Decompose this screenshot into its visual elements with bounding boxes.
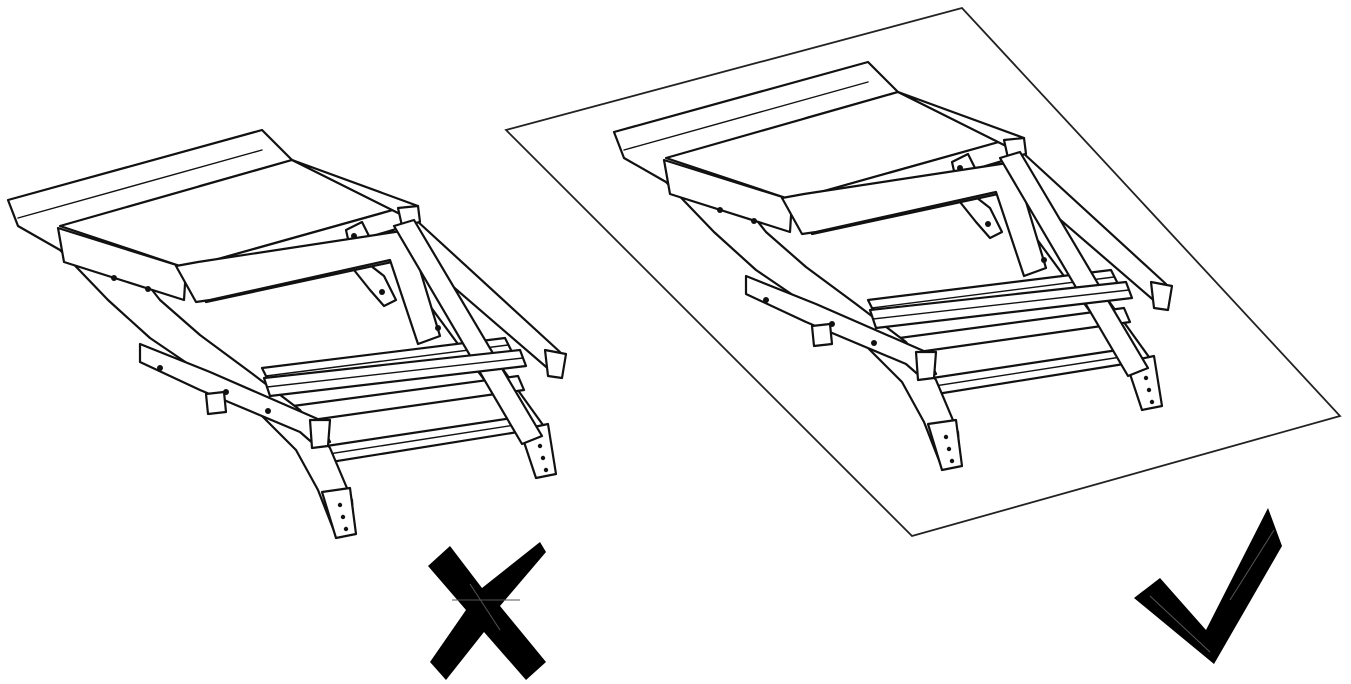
check-mark-icon xyxy=(1134,508,1282,664)
stool-on-mat xyxy=(504,6,1342,538)
stool-without-mat xyxy=(6,128,568,540)
floor-mat xyxy=(504,6,1342,538)
cross-mark-icon xyxy=(428,542,546,680)
